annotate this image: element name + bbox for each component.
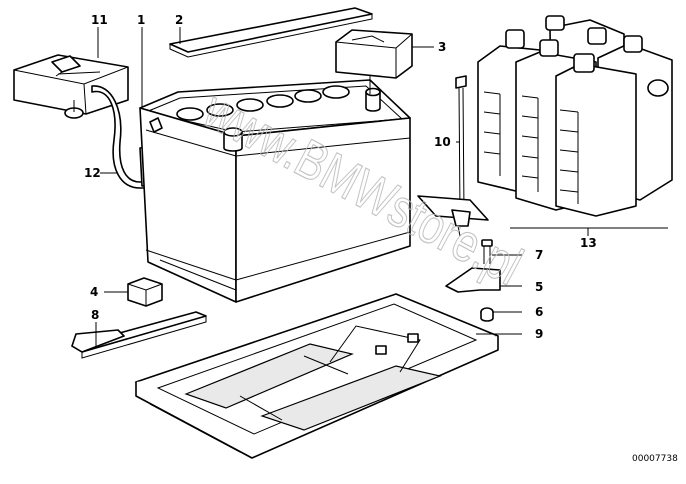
mounting-strip <box>71 311 207 359</box>
clamp-nut <box>480 307 494 322</box>
document-id: 00007738 <box>632 454 678 464</box>
terminal-cover <box>335 29 413 94</box>
terminal-cap <box>127 277 163 307</box>
hold-down-rod <box>417 75 489 237</box>
callout-6: 6 <box>535 305 543 319</box>
callout-2: 2 <box>175 13 183 27</box>
callout-5: 5 <box>535 280 543 294</box>
leader-lines <box>95 27 589 346</box>
callout-3: 3 <box>438 40 446 54</box>
vent-box <box>13 54 129 119</box>
callout-13: 13 <box>580 236 597 250</box>
callout-1: 1 <box>137 13 145 27</box>
callout-12: 12 <box>84 166 101 180</box>
callout-10: 10 <box>434 135 451 149</box>
callout-9: 9 <box>535 327 543 341</box>
battery-cover-strip <box>169 7 373 58</box>
callout-4: 4 <box>90 285 98 299</box>
battery <box>139 79 411 303</box>
cell-caps <box>176 85 350 121</box>
battery-tray <box>135 293 499 459</box>
callout-7: 7 <box>535 248 543 262</box>
fluid-bottles <box>477 15 673 217</box>
callout-labels: 1 2 3 4 5 6 7 8 9 10 11 12 13 <box>84 13 597 341</box>
callout-11: 11 <box>91 13 108 27</box>
clamp-bolt <box>481 239 493 264</box>
callout-8: 8 <box>91 308 99 322</box>
hold-down-clamp <box>445 267 501 293</box>
